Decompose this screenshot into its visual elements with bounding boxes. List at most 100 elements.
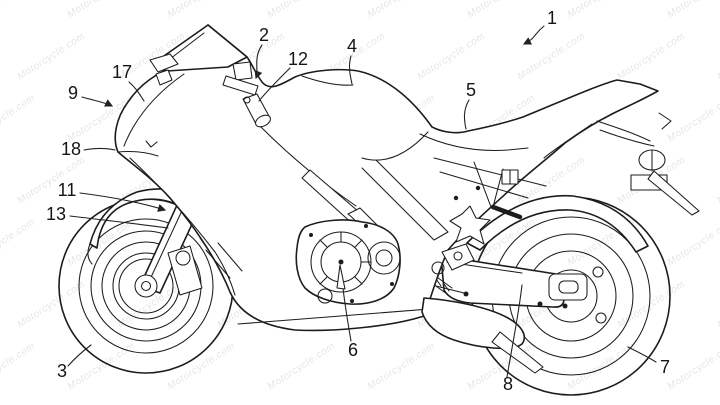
- peg-hanger: [473, 161, 504, 208]
- ref-label-2: 2: [259, 25, 269, 45]
- watermark-text: Motorcycle.com: [716, 279, 720, 331]
- fairing-edge-inner: [123, 73, 185, 147]
- rider-peg-bracket: [441, 243, 475, 271]
- exhaust: [421, 297, 544, 374]
- engine: [295, 219, 475, 305]
- watermark-text: Motorcycle.com: [266, 0, 338, 21]
- heel-guard-star: [449, 205, 491, 245]
- leader-18: [83, 147, 116, 151]
- grip-end: [255, 114, 271, 128]
- crankcase: [295, 219, 401, 305]
- caliper-bolt: [175, 250, 191, 266]
- pivot-bolt: [431, 261, 445, 275]
- rear-lug-hole: [595, 312, 607, 324]
- bolt-dot: [350, 299, 354, 303]
- frame-subframe: [361, 157, 547, 245]
- cover-center: [338, 259, 344, 265]
- ref-label-17: 17: [112, 62, 132, 82]
- ref-label-18: 18: [61, 139, 81, 159]
- clutch-cover: [367, 241, 401, 275]
- lower-cowl-chevrons: [205, 242, 243, 279]
- ref-label-4: 4: [347, 36, 357, 56]
- front-axle: [134, 274, 158, 298]
- nose-intake-lines: [117, 140, 159, 157]
- ref-label-6: 6: [348, 340, 358, 360]
- tank-seam: [301, 75, 354, 86]
- watermark-text: Motorcycle.com: [516, 31, 588, 83]
- watermark-text: Motorcycle.com: [416, 31, 488, 83]
- bolt-dot: [562, 303, 568, 309]
- leader-13: [69, 215, 169, 229]
- watermark-text: Motorcycle.com: [616, 31, 688, 83]
- watermark-text: Motorcycle.com: [166, 0, 238, 21]
- gauge-cluster: [232, 61, 253, 81]
- leader-11: [79, 192, 167, 212]
- tank-knee-recess: [361, 131, 429, 161]
- axle-slot: [558, 280, 579, 294]
- front-axle-nut: [140, 280, 152, 292]
- leader-1: [522, 25, 545, 45]
- ref-label-8: 8: [503, 374, 513, 394]
- rear-fender-hugger: [466, 194, 649, 253]
- leader-9: [81, 96, 114, 107]
- turn-signal: [658, 112, 672, 130]
- bolt-dot: [537, 301, 543, 307]
- seat-base-line: [419, 133, 529, 151]
- windscreen-cockpit: [149, 24, 271, 128]
- tail-panel-line: [543, 123, 593, 159]
- ref-label-9: 9: [68, 83, 78, 103]
- leader-2: [254, 44, 263, 80]
- pointer-blade-6: [336, 264, 346, 290]
- watermark-text: Motorcycle.com: [66, 0, 138, 21]
- rear-lug-hole: [592, 266, 604, 278]
- ref-label-11: 11: [58, 180, 77, 200]
- watermark-text: Motorcycle.com: [466, 0, 538, 21]
- watermark-text: Motorcycle.com: [16, 279, 88, 331]
- watermark-text: Motorcycle.com: [566, 341, 638, 393]
- subframe-rails: [433, 157, 547, 199]
- cover-vanes: [319, 231, 372, 285]
- bolt-dot: [309, 233, 313, 237]
- watermark-text: Motorcycle.com: [66, 341, 138, 393]
- mirror-stalk: [155, 69, 173, 86]
- leader-5: [463, 99, 470, 130]
- tail-bracket: [596, 112, 700, 216]
- mud-stalk: [647, 170, 700, 216]
- bolt-dot: [475, 185, 481, 191]
- watermark-text: Motorcycle.com: [0, 341, 37, 393]
- watermark-text: Motorcycle.com: [0, 93, 37, 145]
- leader-12: [258, 67, 291, 102]
- case-boss: [317, 288, 333, 304]
- swingarm: [416, 255, 588, 309]
- watermark-text: Motorcycle.com: [666, 0, 720, 21]
- bolt-dot: [390, 282, 394, 286]
- bolt-dot: [364, 224, 368, 228]
- watermark-text: Motorcycle.com: [666, 341, 720, 393]
- pedal-tip: [463, 291, 469, 297]
- watermark-text: Motorcycle.com: [716, 155, 720, 207]
- watermark-text: Motorcycle.com: [566, 0, 638, 21]
- ref-label-3: 3: [57, 361, 67, 381]
- brake-pedal: [435, 285, 465, 294]
- passenger-peg: [490, 204, 523, 220]
- ref-label-13: 13: [46, 204, 66, 224]
- watermark-text: Motorcycle.com: [366, 341, 438, 393]
- watermark-text: Motorcycle.com: [166, 341, 238, 393]
- ref-label-1: 1: [547, 8, 557, 28]
- front-tire-inner: [78, 218, 214, 354]
- lower-cowl-edge: [129, 157, 236, 296]
- watermark-text: Motorcycle.com: [0, 217, 37, 269]
- steering-bolt: [243, 96, 251, 104]
- leader-8: [506, 284, 523, 378]
- watermark-text: Motorcycle.com: [366, 0, 438, 21]
- ref-label-12: 12: [288, 49, 308, 69]
- main-frame-spars: [361, 159, 449, 241]
- ref-label-7: 7: [660, 357, 670, 377]
- leader-3: [67, 344, 92, 367]
- bracket-arm: [596, 120, 655, 147]
- side-stand: [491, 331, 544, 374]
- clutch-cover-inner: [375, 249, 393, 267]
- leader-17: [128, 81, 145, 102]
- watermark-text: Motorcycle.com: [666, 217, 720, 269]
